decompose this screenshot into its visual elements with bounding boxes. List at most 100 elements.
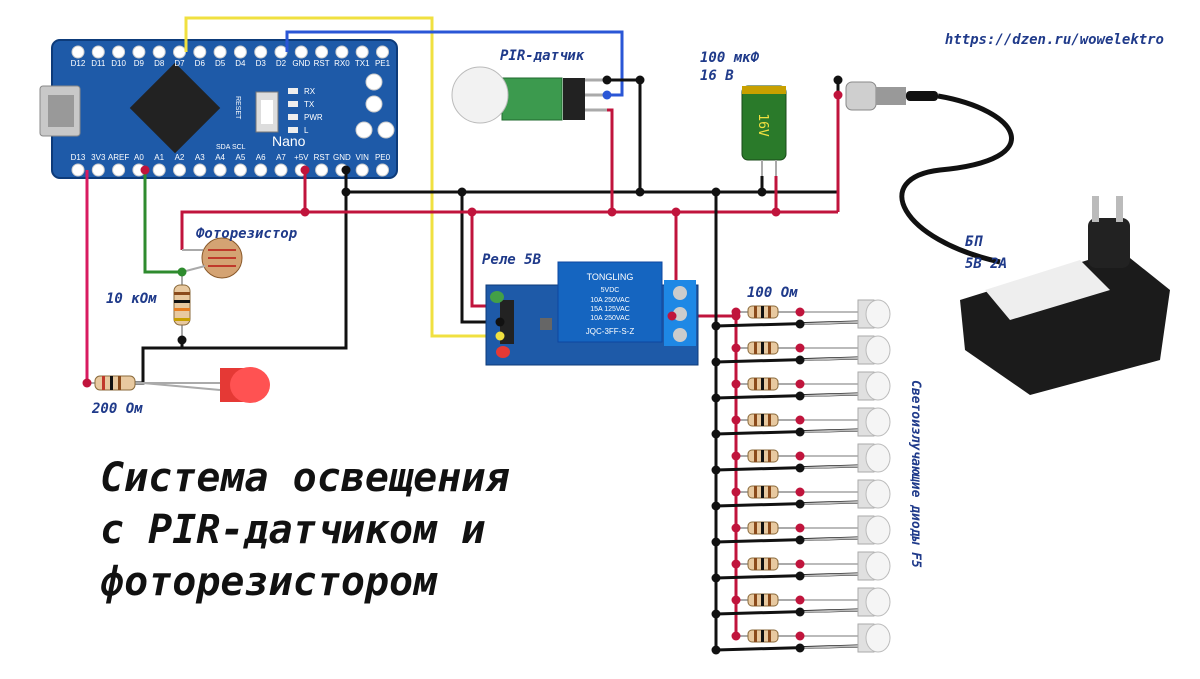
- board-led-label: TX: [304, 100, 315, 109]
- junction-dot-red: [795, 595, 805, 605]
- junction-dot-red: [795, 415, 805, 425]
- board-led-label: RX: [304, 87, 316, 96]
- junction-dot-black: [795, 535, 805, 545]
- junction-dot-red: [795, 379, 805, 389]
- capacitor: 16V: [741, 85, 787, 176]
- bottom-pin-label: D13: [71, 153, 86, 162]
- top-pin-label: RX0: [334, 59, 350, 68]
- junction-dot-red: [731, 487, 741, 497]
- photo-vcc: [180, 210, 305, 250]
- led-row: [715, 515, 891, 545]
- title-line-3: фоторезистором: [100, 559, 438, 605]
- junction-dot-black: [795, 427, 805, 437]
- junction-dot-black: [457, 187, 467, 197]
- board-name: Nano: [272, 133, 306, 149]
- photoresistor: [181, 237, 243, 279]
- top-pin-label: RST: [314, 59, 330, 68]
- junction-dot-black: [177, 335, 187, 345]
- junction-dot-black: [711, 537, 721, 547]
- sda-scl-label: SDA SCL: [216, 144, 246, 151]
- top-pin-label: D2: [276, 59, 287, 68]
- bottom-pin-label: PE0: [375, 153, 391, 162]
- junction-dot-black: [795, 643, 805, 653]
- led-bank: [715, 299, 891, 653]
- bottom-pin-label: A4: [215, 153, 225, 162]
- led-row: [715, 587, 891, 617]
- bottom-pin-label: A7: [276, 153, 286, 162]
- junction-dot-black: [795, 607, 805, 617]
- junction-dot-black: [711, 393, 721, 403]
- junction-dot-red: [731, 523, 741, 533]
- junction-dot-red: [731, 559, 741, 569]
- junction-dot-red: [795, 307, 805, 317]
- psu-label-1: БП: [965, 234, 982, 250]
- junction-dot-red: [467, 207, 477, 217]
- photoresistor-label: Фоторезистор: [196, 226, 298, 242]
- junction-dot-blue: [602, 90, 612, 100]
- reset-label: RESET: [234, 96, 241, 120]
- led-row: [715, 623, 891, 653]
- junction-dot-black: [341, 187, 351, 197]
- relay-spec-4: 10A 250VAC: [590, 315, 630, 322]
- junction-dot-red: [300, 207, 310, 217]
- bottom-pin-label: A3: [195, 153, 205, 162]
- junction-dot-red: [667, 311, 677, 321]
- bottom-pin-label: VIN: [356, 153, 370, 162]
- board-led-label: PWR: [304, 113, 323, 122]
- junction-dot-black: [711, 357, 721, 367]
- junction-dot-red: [795, 343, 805, 353]
- top-pin-label: D9: [134, 59, 145, 68]
- capacitor-marking: 16V: [755, 113, 770, 137]
- bottom-pin-label: A5: [236, 153, 246, 162]
- resistor-100-label: 100 Ом: [747, 285, 798, 301]
- top-pin-label: D3: [256, 59, 267, 68]
- board-led-label: L: [304, 126, 309, 135]
- junction-dot-black: [711, 465, 721, 475]
- junction-dot-red: [795, 523, 805, 533]
- bottom-pin-label: A6: [256, 153, 266, 162]
- top-pin-label: D5: [215, 59, 226, 68]
- junction-dot-black: [495, 317, 505, 327]
- bottom-pin-label: GND: [333, 153, 351, 162]
- junction-dot-red: [731, 451, 741, 461]
- junction-dots: [82, 75, 843, 655]
- bottom-pin-label: 3V3: [91, 153, 106, 162]
- top-pin-label: D4: [235, 59, 246, 68]
- junction-dot-red: [731, 595, 741, 605]
- top-pin-label: D7: [174, 59, 185, 68]
- relay-module: TONGLING 5VDC 10A 250VAC 15A 125VAC 10A …: [485, 261, 699, 366]
- relay-model: JQC-3FF-S-Z: [586, 327, 635, 336]
- top-pin-label: D8: [154, 59, 165, 68]
- junction-dot-black: [602, 75, 612, 85]
- top-pin-label: D6: [195, 59, 206, 68]
- junction-dot-black: [341, 165, 351, 175]
- bottom-pin-label: A1: [154, 153, 164, 162]
- resistor-10k: [173, 272, 191, 340]
- top-pin-label: D10: [111, 59, 126, 68]
- junction-dot-black: [795, 571, 805, 581]
- pir-label: PIR-датчик: [500, 48, 585, 64]
- junction-dot-red: [833, 90, 843, 100]
- junction-dot-black: [635, 187, 645, 197]
- junction-dot-black: [757, 187, 767, 197]
- resistor-200-label: 200 Ом: [92, 401, 143, 417]
- title-line-2: с PIR-датчиком и: [100, 507, 486, 553]
- junction-dot-red: [795, 631, 805, 641]
- led-row: [715, 371, 891, 401]
- junction-dot-black: [795, 391, 805, 401]
- page-title: Система освещения с PIR-датчиком и фотор…: [100, 452, 509, 608]
- yellow-wire: [184, 16, 500, 338]
- bottom-pin-label: A2: [175, 153, 185, 162]
- junction-dot-red: [731, 307, 741, 317]
- source-url: https://dzen.ru/wowelektro: [944, 32, 1164, 48]
- top-pin-label: D12: [71, 59, 86, 68]
- relay-brand: TONGLING: [587, 272, 634, 282]
- led-row: [715, 335, 891, 365]
- psu-label-2: 5В 2А: [965, 256, 1008, 272]
- relay-label: Реле 5В: [482, 252, 542, 268]
- junction-dot-red: [795, 451, 805, 461]
- top-pin-label: PE1: [375, 59, 391, 68]
- junction-dot-yellow: [495, 331, 505, 341]
- top-pin-label: D11: [91, 59, 106, 68]
